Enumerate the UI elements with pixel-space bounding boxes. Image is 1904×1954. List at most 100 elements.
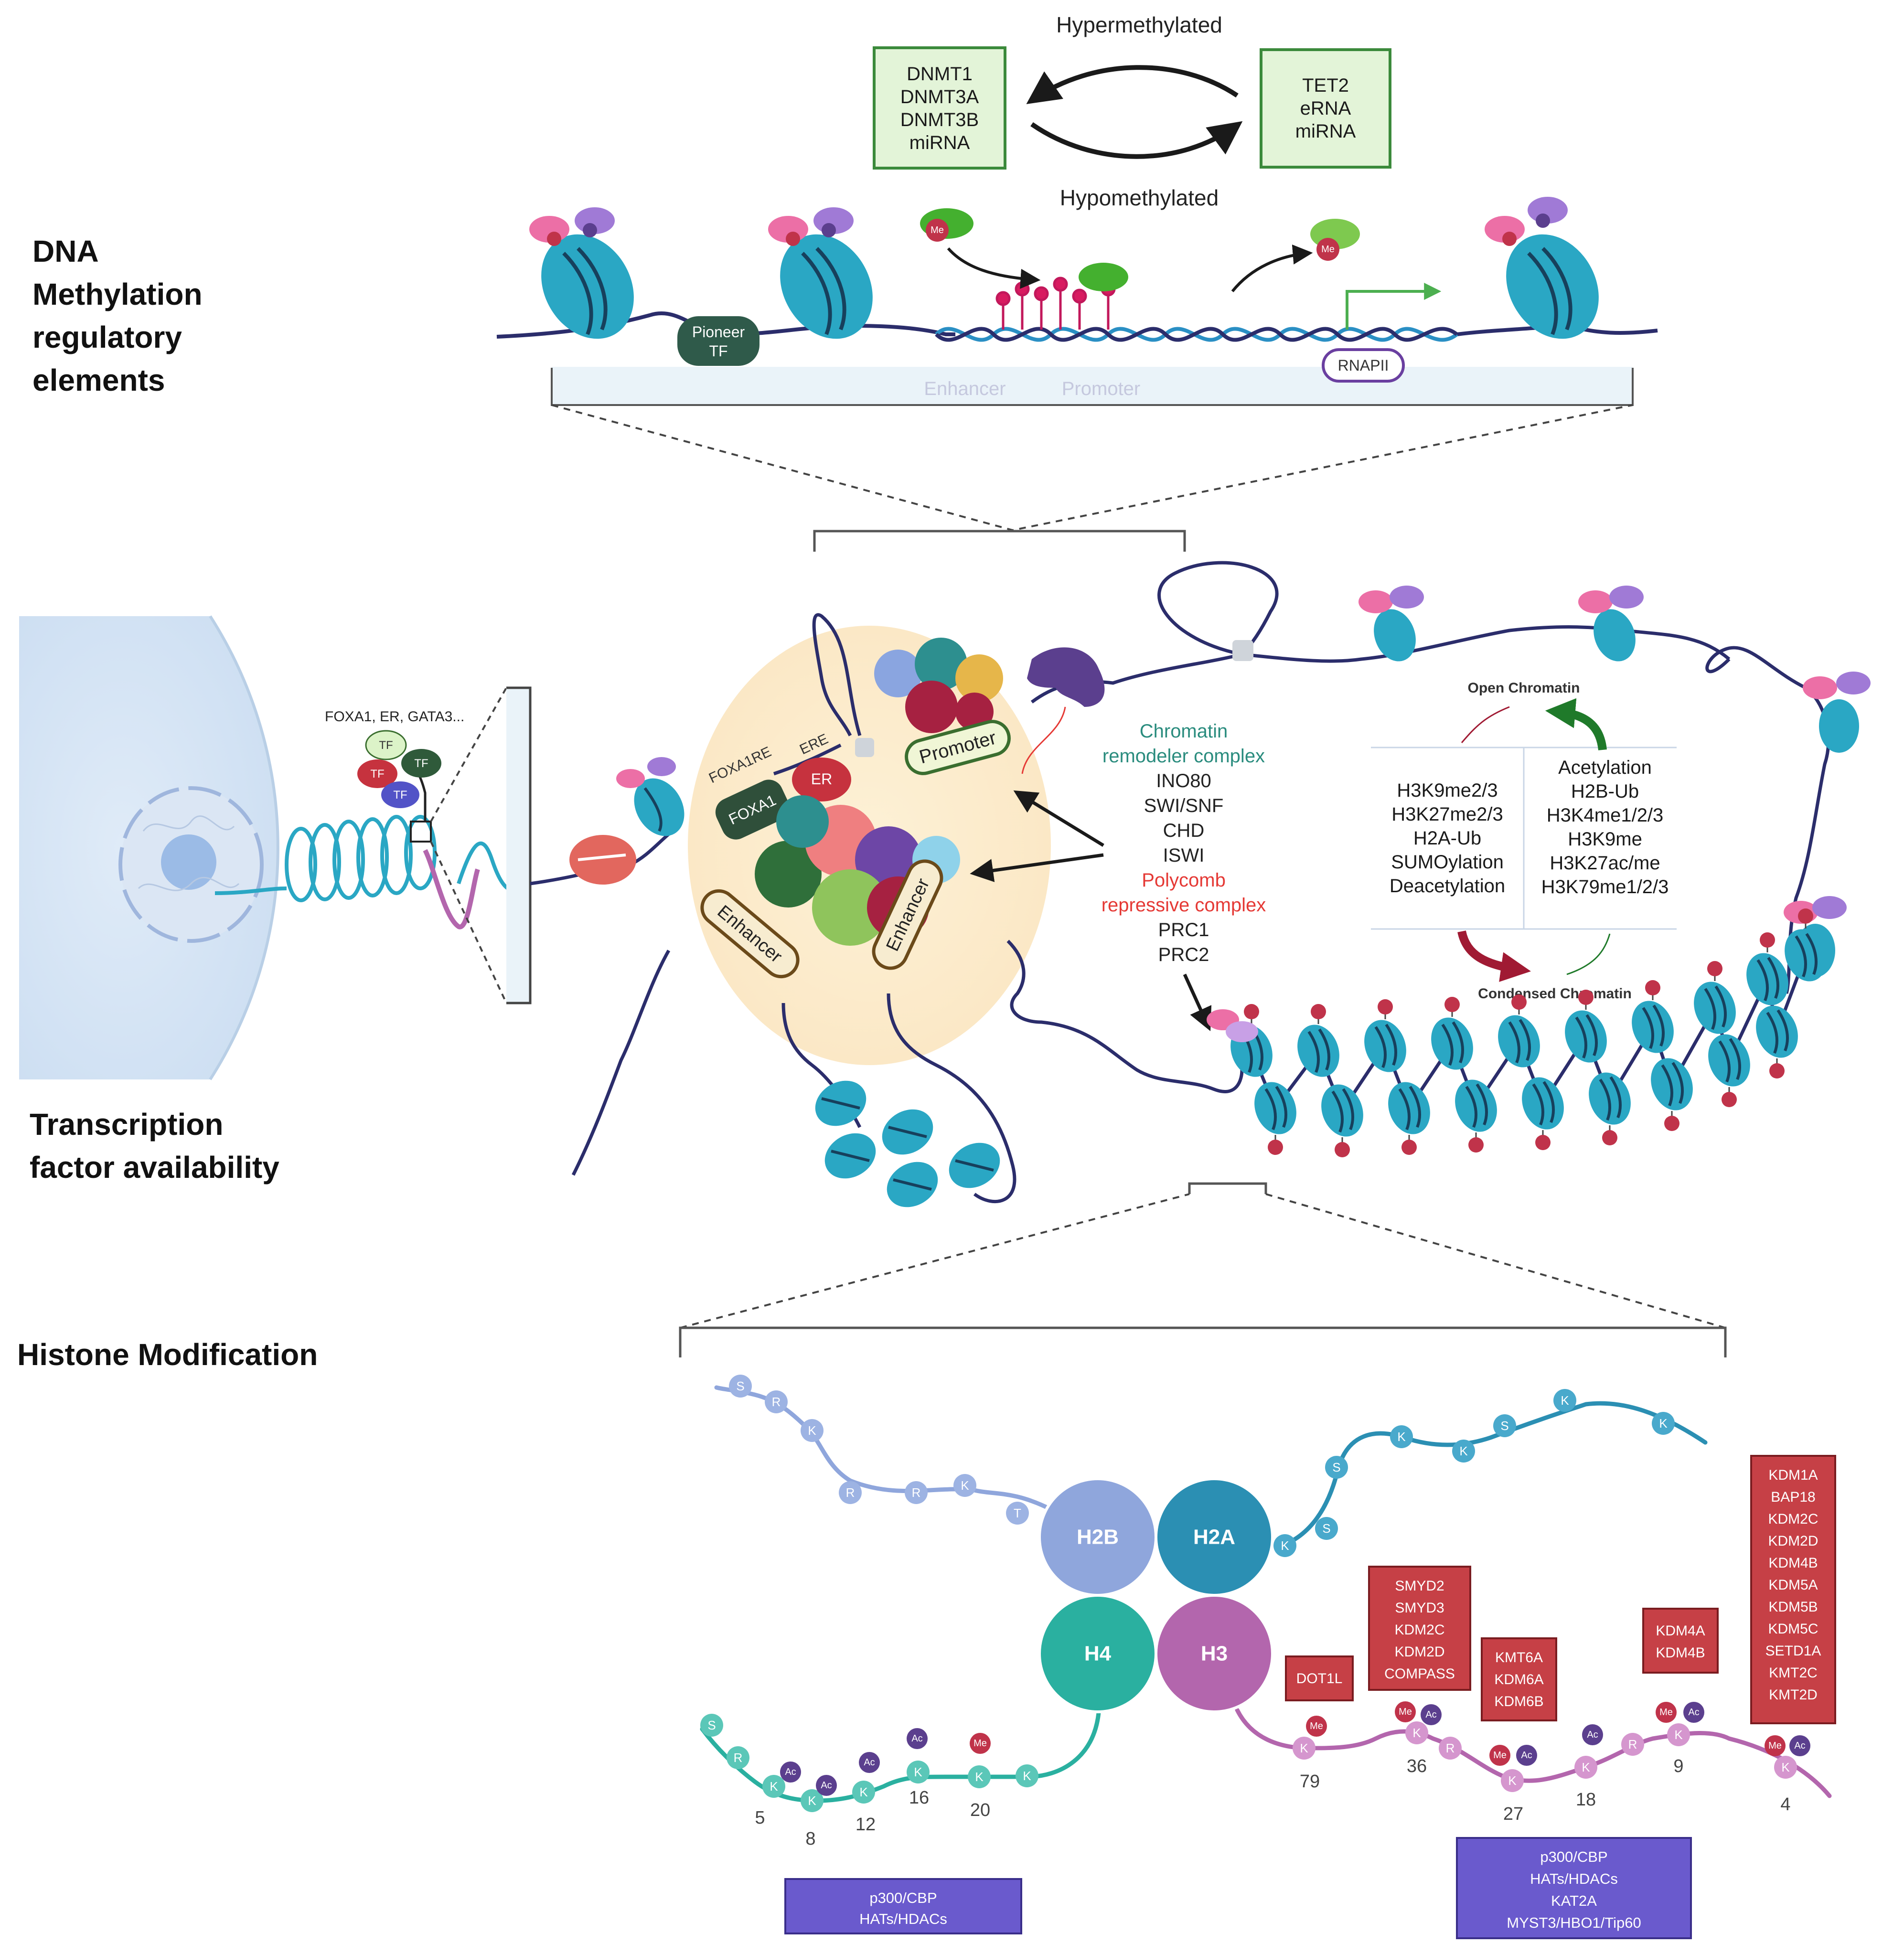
hypermethylation-arrow	[1026, 65, 1239, 104]
repressive-marks-list: H3K9me2/3 H3K27me2/3 H2A-Ub SUMOylation …	[1390, 780, 1505, 897]
zoom-bracket	[506, 686, 532, 1004]
residue: R	[905, 1481, 928, 1504]
pioneer-tf: Pioneer TF	[677, 316, 759, 366]
residue-letter: K	[1281, 1538, 1289, 1553]
nucleosome	[1694, 961, 1736, 1034]
methyl-remove-arrow	[1231, 244, 1313, 292]
dnmt-box-item: DNMT3A	[900, 86, 979, 107]
enzyme-box-dot1l: DOT1L	[1285, 1655, 1354, 1701]
residue-letter: S	[707, 1718, 716, 1732]
residue: K	[1574, 1756, 1597, 1779]
remodeler-item: CHD	[1163, 820, 1205, 841]
svg-text:Ac: Ac	[1425, 1709, 1436, 1720]
nucleosome	[1485, 197, 1599, 339]
enzyme-name: KDM6B	[1494, 1694, 1543, 1709]
nucleosome	[1498, 994, 1540, 1068]
methyl-mark: Me	[1656, 1702, 1677, 1723]
residue-letter: K	[1300, 1741, 1308, 1755]
methyl-mark: Me	[1765, 1735, 1786, 1756]
svg-text:Me: Me	[1310, 1721, 1323, 1731]
residue-number: 9	[1673, 1756, 1683, 1776]
me-marker: Me	[1321, 244, 1335, 255]
residue: K	[1293, 1737, 1316, 1760]
active-mark: H2B-Ub	[1571, 781, 1639, 802]
dna-segment-pink	[423, 849, 480, 929]
remodeler-item: INO80	[1156, 770, 1211, 791]
nucleosome	[1785, 908, 1827, 982]
zoom-bracket	[813, 530, 1186, 552]
chromatin-state-panel: Open Chromatin Condensed Chromatin	[1371, 680, 1677, 1002]
methyl-mark: Me	[1489, 1745, 1510, 1766]
me-protein-right: Me	[1310, 219, 1360, 261]
h4-label: H4	[1084, 1642, 1112, 1666]
acetyl-mark: Ac	[780, 1762, 801, 1783]
nucleosome	[1254, 1082, 1296, 1155]
hypermethylated-label: Hypermethylated	[1056, 12, 1222, 37]
residue-letter: K	[961, 1478, 969, 1493]
tf-cluster: TF TF TF TF	[357, 730, 441, 808]
to-condensed-arrow	[1457, 930, 1531, 982]
swi-snf-complex	[1027, 647, 1105, 707]
residue: R	[727, 1746, 749, 1769]
enzyme-name: KMT6A	[1495, 1650, 1543, 1666]
nucleosome	[824, 1133, 876, 1179]
zoom-square	[410, 821, 432, 843]
enzyme-name: BAP18	[1771, 1489, 1815, 1505]
svg-text:Me: Me	[1659, 1707, 1673, 1718]
residue-letter: R	[912, 1485, 921, 1500]
enzyme-name: KDM6A	[1494, 1672, 1543, 1687]
active-mark: H3K27ac/me	[1550, 853, 1660, 874]
enzyme-name: KDM2D	[1768, 1533, 1818, 1549]
h3-label: H3	[1201, 1642, 1228, 1666]
acetyl-enzyme: KAT2A	[1551, 1892, 1597, 1909]
acetyl-enzyme: p300/CBP	[869, 1890, 937, 1906]
nucleosome	[616, 757, 685, 836]
residue-letter: K	[1397, 1430, 1406, 1444]
residue: K	[1405, 1721, 1428, 1744]
condensed-nucleosome-array	[1207, 908, 1827, 1157]
residue: K	[1390, 1425, 1413, 1448]
remodeler-arrow	[970, 853, 1104, 882]
nucleosome	[1388, 1082, 1430, 1155]
residue-number: 12	[856, 1815, 876, 1835]
h2a-label: H2A	[1193, 1526, 1235, 1549]
dna-methylation-label-line: regulatory	[32, 320, 182, 354]
repressive-mark: SUMOylation	[1391, 852, 1504, 873]
enzyme-name: KDM1A	[1768, 1467, 1818, 1483]
nucleosome	[529, 207, 634, 339]
nucleosome	[1632, 980, 1674, 1053]
residue: K	[1652, 1412, 1675, 1435]
nucleosome	[1297, 1004, 1339, 1077]
nucleosome	[1364, 999, 1406, 1072]
residue-letter: K	[1582, 1760, 1590, 1774]
polycomb-arrow	[1183, 973, 1212, 1031]
histone-h2a: H2A	[1155, 1477, 1274, 1597]
cohesin-ring	[569, 835, 636, 885]
nucleosome	[1708, 1034, 1750, 1107]
acetyl-enzyme: p300/CBP	[1540, 1848, 1607, 1865]
residue-number: 18	[1576, 1790, 1596, 1810]
residue-letter: K	[1561, 1393, 1569, 1408]
residue-letter: K	[914, 1765, 922, 1779]
remodeler-tether	[1021, 706, 1066, 774]
acetyl-mark: Ac	[1421, 1704, 1442, 1725]
dna-methylation-label: DNA Methylation regulatory elements	[32, 234, 203, 397]
enzyme-name: KDM4B	[1656, 1645, 1705, 1661]
methyl-deposit-arrow	[947, 247, 1041, 289]
zoom-bracket	[679, 1326, 1727, 1357]
hypomethylated-label: Hypomethylated	[1060, 185, 1219, 210]
nucleosome	[815, 1080, 866, 1126]
repressive-mark: H3K9me2/3	[1397, 780, 1498, 801]
histone-h2b: H2B	[1038, 1477, 1157, 1597]
rnapii-label: RNAPII	[1338, 357, 1389, 374]
tf-label: TF	[370, 768, 384, 780]
prc-item: PRC2	[1158, 944, 1209, 965]
svg-text:Ac: Ac	[785, 1767, 796, 1777]
active-mark: H3K79me1/2/3	[1541, 876, 1669, 897]
nucleosome	[949, 1143, 1000, 1188]
remodeler-item: SWI/SNF	[1144, 795, 1224, 816]
residue: S	[729, 1375, 752, 1398]
dna-strand-panel: Enhancer Promoter	[496, 311, 1658, 406]
enzyme-box-k4: KDM1A BAP18 KDM2C KDM2D KDM4B KDM5A KDM5…	[1750, 1455, 1836, 1724]
